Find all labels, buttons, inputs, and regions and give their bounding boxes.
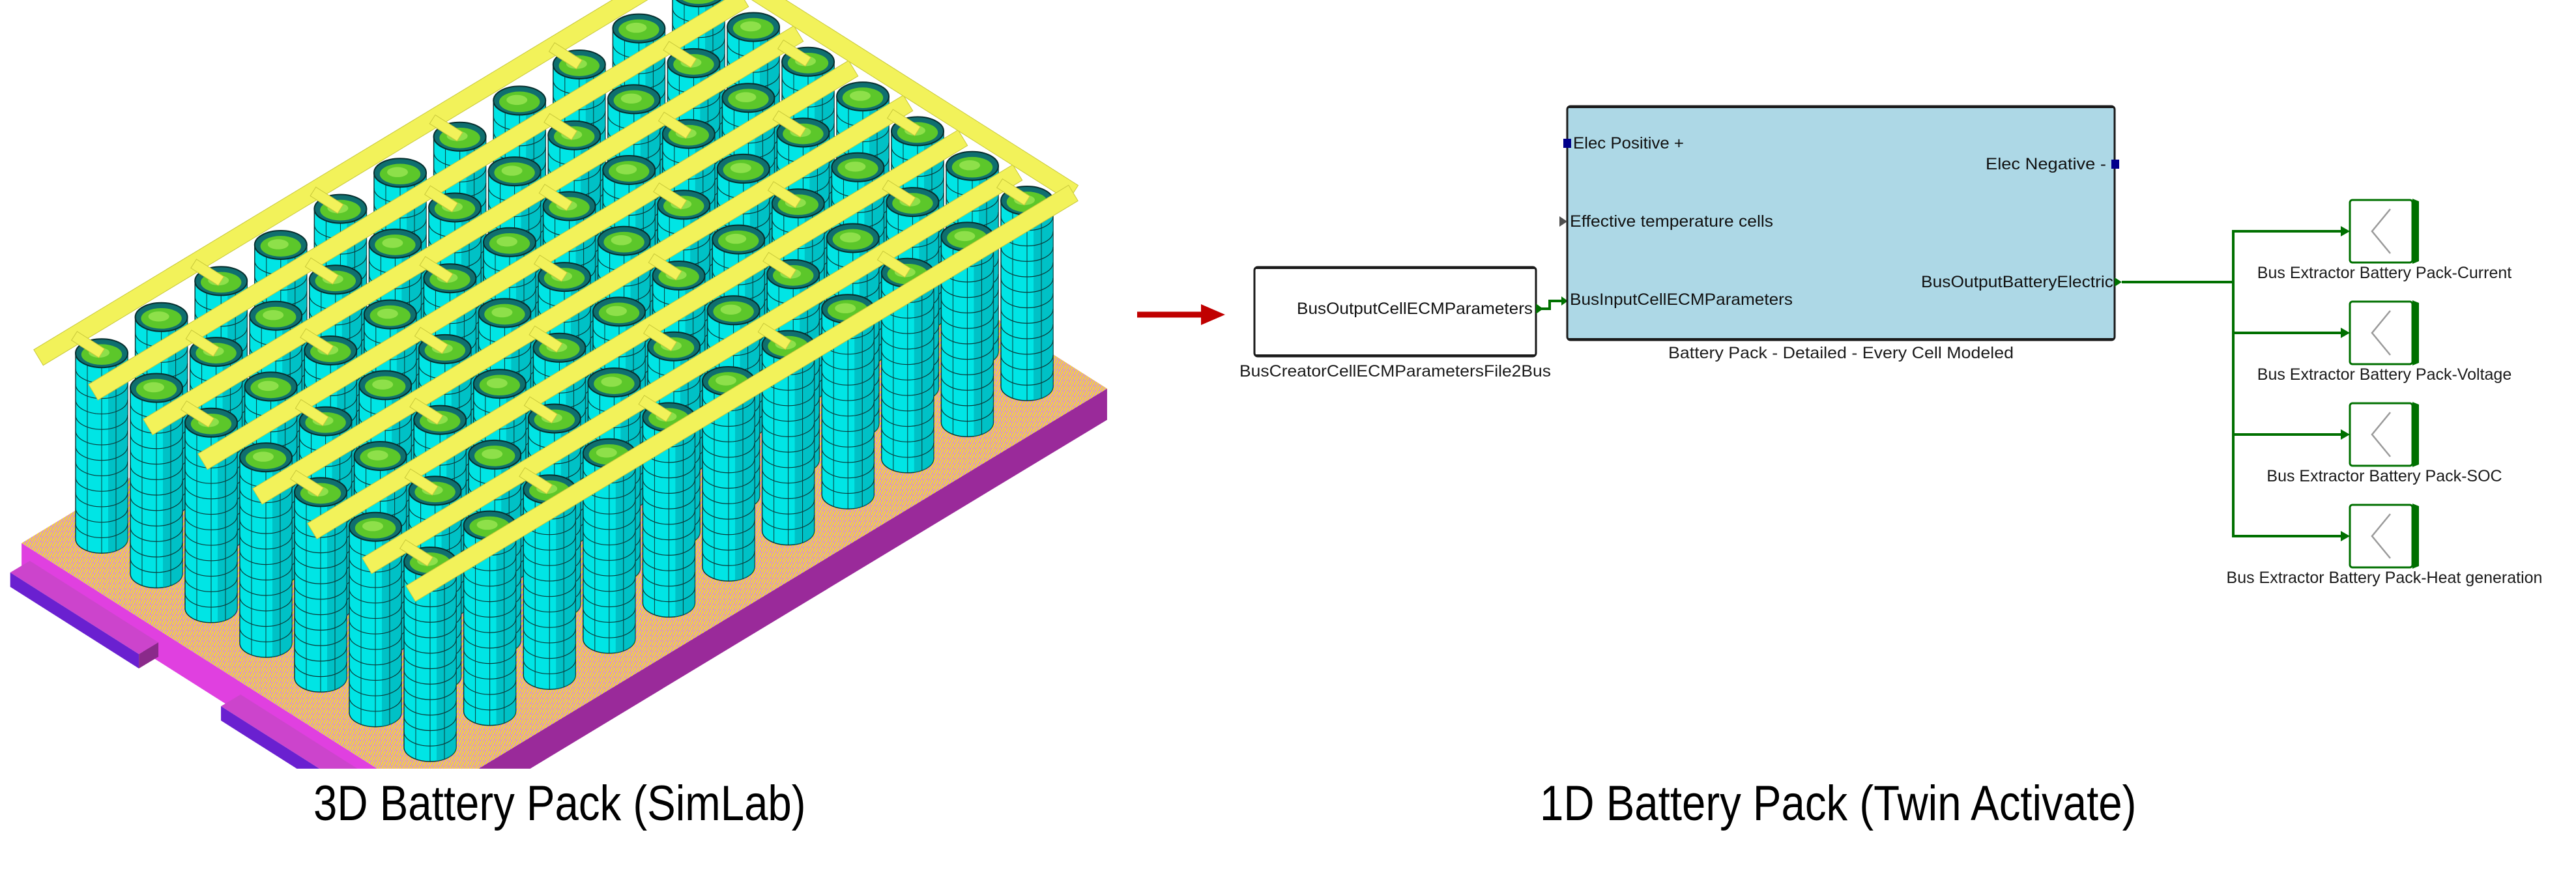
- bus-extractor-label: Bus Extractor Battery Pack-Current: [2257, 264, 2511, 282]
- busbar-strip: [762, 251, 797, 279]
- chevron-left-icon: [2371, 208, 2391, 254]
- busbar-strip: [887, 109, 921, 136]
- busbar-strip: [181, 400, 214, 428]
- busbar-strip: [777, 39, 811, 67]
- busbar-strip: [409, 397, 444, 425]
- port-effective-temperature-label: Effective temperature cells: [1570, 212, 1773, 231]
- chevron-left-icon: [2371, 310, 2391, 356]
- busbar-strip: [519, 467, 553, 494]
- busbar-strip: [523, 396, 558, 423]
- busbar-strip: [757, 322, 792, 350]
- busbar-strip: [767, 181, 802, 208]
- busbar-strip: [543, 113, 578, 141]
- chevron-left-icon: [2371, 513, 2391, 559]
- port-elec-negative-label: Elec Negative -: [1986, 155, 2106, 173]
- transition-arrow: [1137, 304, 1225, 325]
- bus-creator-output-port-label: BusOutputCellECMParameters: [1297, 300, 1533, 318]
- caption-1d-battery-pack: 1D Battery Pack (Twin Activate): [1540, 776, 2137, 831]
- elec-negative-port-icon[interactable]: [2111, 160, 2119, 169]
- busbar-strip: [310, 186, 344, 214]
- temperature-input-port-icon[interactable]: [1559, 216, 1567, 227]
- terminal-tab: [221, 694, 358, 769]
- battery-cell: [349, 511, 402, 728]
- battery-cell: [940, 221, 994, 438]
- busbar-strip: [71, 331, 105, 358]
- busbar-strip: [419, 256, 454, 283]
- battery-cell: [184, 407, 238, 623]
- terminal-tab: [10, 560, 159, 669]
- busbar-strip: [648, 253, 682, 281]
- branch-arrow-icon: [2341, 328, 2350, 338]
- bus-extractor-block[interactable]: [2233, 300, 2419, 365]
- bus-creator-block[interactable]: BusOutputCellECMParameters: [1253, 266, 1543, 358]
- port-elec-positive-label: Elec Positive +: [1573, 134, 1684, 152]
- bus-distribution-lines[interactable]: [2122, 230, 2235, 537]
- busbar-strip: [996, 178, 1030, 206]
- bus-extractor-label: Bus Extractor Battery Pack-SOC: [2266, 467, 2502, 485]
- busbar-strip: [772, 110, 807, 137]
- battery-pack-3d-model: [10, 0, 1107, 769]
- terminal-tabs: [10, 560, 358, 769]
- busbar-strip: [88, 0, 749, 401]
- caption-3d-battery-pack: 3D Battery Pack (SimLab): [313, 776, 806, 831]
- busbar-strip: [548, 42, 583, 70]
- busbar-strip: [876, 250, 911, 278]
- busbar-strip: [643, 324, 677, 352]
- busbar-strip: [638, 395, 673, 422]
- bus-extractor-block[interactable]: [2233, 402, 2419, 467]
- busbar-strip: [882, 180, 916, 207]
- battery-cell: [582, 438, 636, 654]
- busbar-strip: [534, 255, 568, 282]
- extractor-output-bar: [2412, 199, 2419, 264]
- battery-cell: [463, 510, 517, 726]
- busbar-strip: [399, 539, 433, 567]
- bus-extractor-label: Bus Extractor Battery Pack-Heat generati…: [2227, 569, 2543, 587]
- busbar-strip: [658, 111, 692, 139]
- battery-cell: [130, 373, 183, 589]
- bus-connection-creator-to-battery[interactable]: [1538, 300, 1563, 310]
- busbar-strip: [429, 114, 463, 142]
- branch-arrow-icon: [2341, 226, 2350, 236]
- port-bus-output-label: BusOutputBatteryElectric: [1921, 273, 2113, 291]
- bus-output-battery-port-icon[interactable]: [2115, 278, 2122, 287]
- bus-creator-name: BusCreatorCellECMParametersFile2Bus: [1239, 362, 1551, 380]
- battery-cell: [821, 294, 875, 509]
- busbar-strip: [404, 468, 439, 496]
- busbar-strip: [190, 259, 225, 286]
- branch-arrow-icon: [2341, 531, 2350, 541]
- elec-positive-port-icon[interactable]: [1563, 139, 1571, 148]
- extractor-output-bar: [2412, 402, 2419, 467]
- battery-cell: [880, 257, 934, 474]
- busbar-grid: [33, 0, 1079, 602]
- busbar-strip: [424, 185, 458, 212]
- extractor-output-bar: [2412, 300, 2419, 365]
- busbar-strip: [538, 184, 573, 211]
- busbar-strip: [295, 399, 329, 427]
- busbar-strip: [414, 326, 448, 354]
- busbar-strip: [290, 470, 324, 497]
- busbar-strip: [663, 40, 697, 68]
- battery-pack-block[interactable]: Elec Positive + Effective temperature ce…: [1559, 105, 2122, 341]
- branch-arrow-icon: [2341, 429, 2350, 440]
- busbar-strip: [528, 325, 563, 353]
- battery-pack-block-name: Battery Pack - Detailed - Every Cell Mod…: [1668, 344, 2014, 362]
- battery-cell: [239, 442, 293, 658]
- busbar-strip: [33, 0, 648, 366]
- busbar-strip: [304, 257, 339, 285]
- bus-extractor-block[interactable]: [2233, 504, 2419, 569]
- busbar-strip: [653, 182, 687, 210]
- extractor-output-bar: [2412, 504, 2419, 569]
- bus-extractor-label: Bus Extractor Battery Pack-Voltage: [2257, 365, 2511, 384]
- busbar-strip: [405, 184, 1078, 602]
- port-bus-input-label: BusInputCellECMParameters: [1570, 291, 1793, 309]
- busbar-strip: [300, 328, 334, 356]
- busbar-strip: [185, 330, 220, 357]
- bus-extractor-block[interactable]: [2233, 199, 2419, 264]
- battery-cell: [294, 477, 347, 693]
- chevron-left-icon: [2371, 412, 2391, 457]
- bus-input-arrow-icon: [1561, 296, 1568, 306]
